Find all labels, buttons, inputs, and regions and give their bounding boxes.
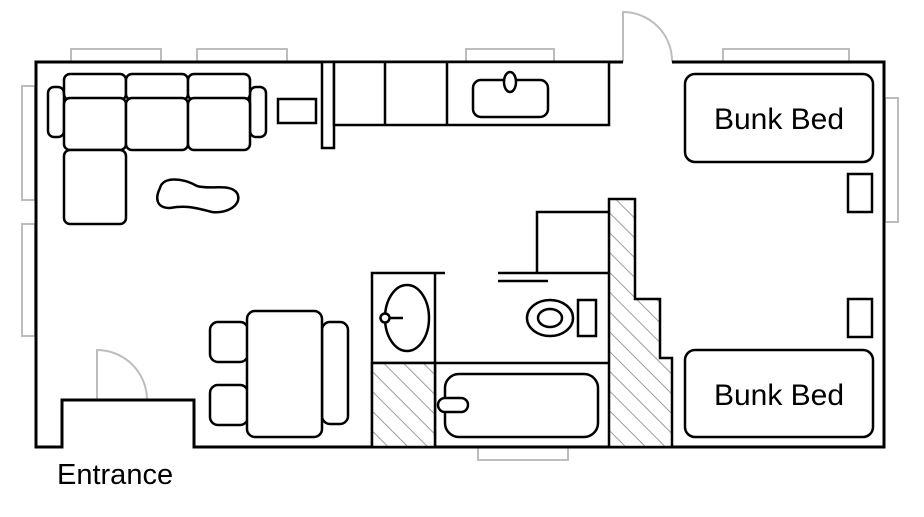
rug-icon bbox=[156, 178, 240, 214]
side-table bbox=[276, 97, 318, 125]
kitchen-sink-icon bbox=[471, 70, 550, 119]
windows bbox=[21, 48, 899, 461]
window-left-2 bbox=[21, 223, 36, 337]
nightstand-bottom bbox=[846, 297, 874, 339]
toilet-icon bbox=[525, 298, 598, 338]
bunk-bed-top-label: Bunk Bed bbox=[714, 103, 844, 136]
door-entrance bbox=[96, 348, 148, 401]
shaft-left bbox=[370, 361, 437, 449]
door-top bbox=[622, 10, 674, 63]
window-left-1 bbox=[21, 85, 36, 201]
bunk-bed-bottom-label: Bunk Bed bbox=[714, 379, 844, 412]
sink-icon bbox=[379, 283, 431, 353]
exterior-wall bbox=[34, 60, 886, 449]
window-top-2 bbox=[196, 48, 288, 63]
bathtub-icon bbox=[436, 372, 600, 439]
nightstand-top bbox=[846, 172, 874, 214]
shaft-center bbox=[607, 197, 674, 449]
entrance-label: Entrance bbox=[57, 459, 173, 491]
dining-table-icon bbox=[208, 309, 350, 439]
window-bottom-1 bbox=[477, 446, 569, 461]
counter-post bbox=[320, 60, 336, 150]
window-right-1 bbox=[884, 97, 899, 223]
bunk-bed-top: Bunk Bed bbox=[683, 72, 875, 164]
window-top-3 bbox=[465, 48, 555, 63]
sectional-sofa-icon bbox=[46, 72, 268, 226]
bunk-bed-bottom: Bunk Bed bbox=[683, 348, 875, 439]
window-top-4 bbox=[722, 48, 850, 63]
kitchen-counter bbox=[320, 60, 611, 150]
counter-body bbox=[332, 60, 611, 127]
window-top-1 bbox=[70, 48, 162, 63]
doors bbox=[96, 10, 674, 401]
bathroom bbox=[370, 197, 674, 449]
